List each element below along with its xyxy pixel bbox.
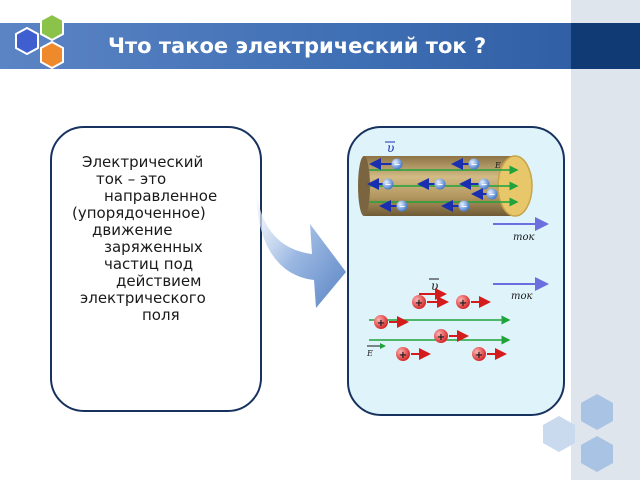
definition-line: поля [142, 306, 180, 324]
definition-line: действием [116, 272, 202, 290]
conductor-end-left [358, 156, 370, 216]
svg-text:+: + [437, 332, 445, 343]
hexagon-decoration-icon [543, 394, 613, 472]
current-label-bottom: ток [511, 291, 533, 302]
electron [468, 158, 480, 170]
ion [374, 315, 388, 329]
svg-text:+: + [415, 298, 423, 309]
electron-signs: − − − − − − − − [385, 160, 496, 211]
electron [396, 200, 408, 212]
definition-line: электрического [80, 289, 206, 307]
definition-line: Электрический [82, 153, 204, 171]
svg-text:+: + [459, 298, 467, 309]
field-label-bottom: E [366, 349, 373, 358]
svg-text:−: − [437, 180, 444, 189]
svg-text:−: − [399, 202, 406, 211]
ion [456, 295, 470, 309]
current-illustration: υ E − − − − − − − − ток υ ток [358, 141, 549, 361]
definition-line: заряженных [104, 238, 203, 256]
svg-text:−: − [385, 180, 392, 189]
electron [382, 178, 394, 190]
hexagon-logo-icon [15, 12, 64, 70]
definition-panel [50, 126, 262, 412]
svg-text:−: − [489, 190, 496, 199]
definition-line: движение [92, 221, 173, 239]
electron [458, 200, 470, 212]
curved-arrow-icon [256, 188, 346, 308]
electron [486, 188, 498, 200]
svg-text:+: + [377, 318, 385, 329]
electron [391, 158, 403, 170]
slide-title: Что такое электрический ток ? [108, 34, 487, 58]
definition-line: направленное [104, 187, 218, 205]
ion [472, 347, 486, 361]
svg-text:−: − [394, 160, 401, 169]
positive-ions [374, 295, 507, 361]
svg-text:+: + [399, 350, 407, 361]
definition-line: ток – это [96, 170, 167, 188]
title-bar [0, 23, 640, 69]
svg-text:−: − [481, 180, 488, 189]
current-label-top: ток [513, 232, 535, 243]
electrons [367, 158, 498, 212]
definition-line: частиц под [104, 255, 194, 273]
ion [434, 329, 448, 343]
field-label: E [494, 161, 501, 170]
electron [478, 178, 490, 190]
svg-text:−: − [471, 160, 478, 169]
svg-text:+: + [475, 350, 483, 361]
velocity-label: υ [387, 141, 394, 155]
ion [412, 295, 426, 309]
definition-line: (упорядоченное) [72, 204, 206, 222]
svg-text:−: − [461, 202, 468, 211]
velocity-label-bottom: υ [431, 279, 438, 293]
title-bar-accent [571, 23, 640, 69]
ion-signs: + + + + + + [377, 298, 483, 361]
electron [434, 178, 446, 190]
ion [396, 347, 410, 361]
definition-text: Электрический ток – это направленное (уп… [54, 154, 258, 324]
